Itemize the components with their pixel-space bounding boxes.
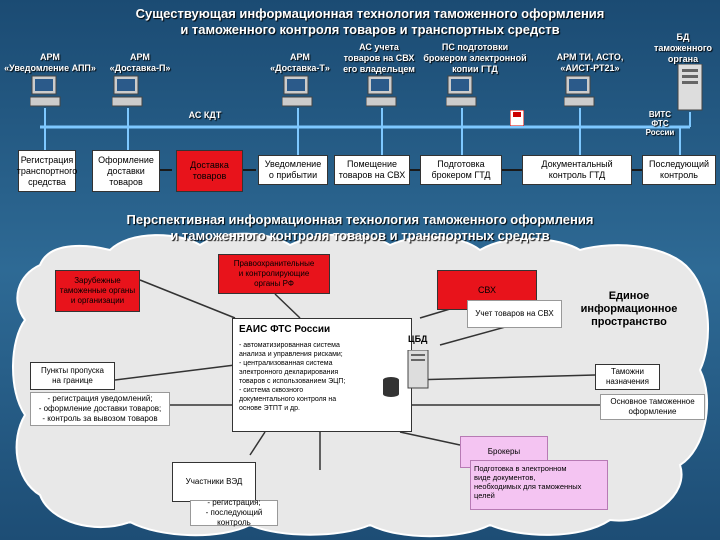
bottom-title-line1: Перспективная информационная технология … (126, 212, 594, 227)
database-icon (382, 376, 400, 398)
workstation-label-7: БД таможенного органа (653, 32, 713, 64)
workstation-label-6: АРМ ТИ, АСТО, «АИСТ-РТ21» (556, 52, 624, 73)
server-icon (406, 349, 430, 390)
workstation-label-3: АРМ «Доставка-Т» (270, 52, 330, 73)
step-delivery-processing: Оформление доставки товаров (92, 150, 160, 192)
workstation-label-2: АРМ «Доставка-П» (109, 52, 171, 73)
destination-customs-box: Таможни назначения (595, 364, 660, 390)
vits-label: ВИТС ФТС России (645, 110, 675, 137)
single-info-space-label: Единое информационное пространство (580, 290, 678, 328)
network-label: АС КДТ (188, 110, 222, 120)
bottom-title: Перспективная информационная технология … (90, 212, 630, 244)
step-doc-control: Документальный контроль ГТД (522, 155, 632, 185)
top-title-line1: Существующая информационная технология т… (135, 6, 605, 21)
computer-icon (111, 74, 144, 108)
workstation-label-4: АС учета товаров на СВХ его владельцем (343, 42, 415, 74)
foreign-customs-box: Зарубежные таможенные органы и организац… (55, 270, 140, 312)
workstation-label-5: ПС подготовки брокером электронной копии… (423, 42, 527, 74)
top-title: Существующая информационная технология т… (90, 6, 650, 38)
workstation-label-1: АРМ «Уведомление АПП» (4, 52, 96, 73)
step-registration: Регистрация транспортного средства (17, 150, 77, 192)
server-icon (674, 63, 706, 112)
computer-icon (563, 74, 596, 108)
law-enforcement-box: Правоохранительные и контролирующие орга… (218, 254, 330, 294)
cbd-label: ЦБД (408, 334, 428, 344)
step-svh-placement: Помещение товаров на СВХ (334, 155, 410, 185)
step-broker-gtd: Подготовка брокером ГТД (420, 155, 502, 185)
step-delivery: Доставка товаров (176, 150, 243, 192)
computer-icon (29, 74, 62, 108)
top-title-line2: и таможенного контроля товаров и транспо… (180, 22, 560, 37)
computer-icon (281, 74, 314, 108)
brokers-note: Подготовка в электронном виде документов… (470, 460, 608, 510)
checkpoints-note: - регистрация уведомлений; - оформление … (30, 392, 170, 426)
step-post-control: Последующий контроль (642, 155, 716, 185)
checkpoints-box: Пункты пропуска на границе (30, 362, 115, 390)
step-arrival-notice: Уведомление о прибытии (258, 155, 328, 185)
participants-note: - регистрация; - последующий контроль (190, 498, 278, 527)
participants-box: Участники ВЭД (172, 462, 256, 502)
eais-title: ЕАИС ФТС России (239, 324, 331, 335)
destination-customs-note: Основное таможенное оформление (600, 394, 705, 420)
eais-box: ЕАИС ФТС России - автоматизированная сис… (232, 318, 412, 432)
svh-note: Учет товаров на СВХ (467, 300, 562, 328)
computer-icon (365, 74, 398, 108)
computer-icon (445, 74, 478, 108)
bottom-title-line2: и таможенного контроля товаров и транспо… (170, 228, 550, 243)
eais-text: - автоматизированная система анализа и у… (239, 342, 346, 412)
disk-icon (509, 109, 525, 127)
